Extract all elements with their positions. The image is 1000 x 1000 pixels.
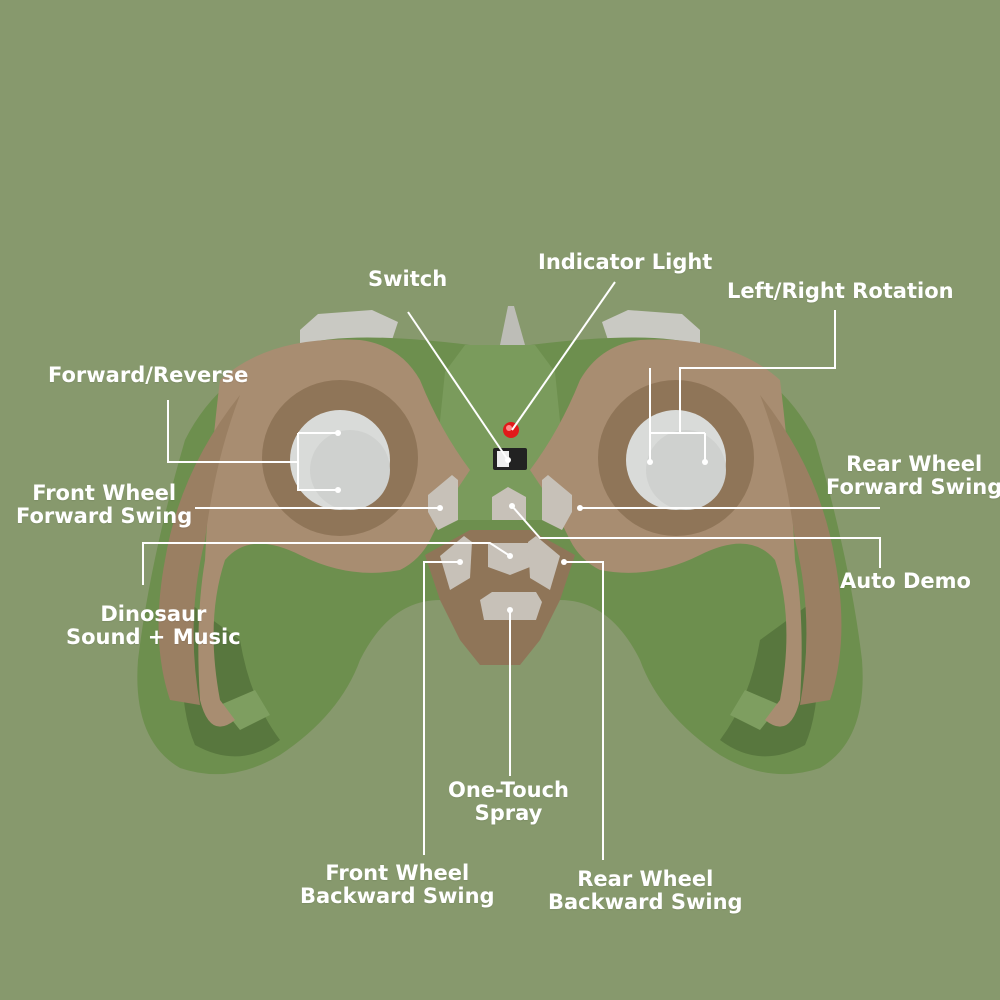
label-indicator-light: Indicator Light bbox=[538, 250, 713, 274]
leader-dots bbox=[335, 430, 708, 613]
leader-lines bbox=[142, 281, 881, 860]
label-rear-wheel-forward-swing: Rear Wheel Forward Swing bbox=[826, 452, 1000, 499]
center-neck bbox=[435, 345, 565, 520]
label-left-right-rotation: Left/Right Rotation bbox=[727, 279, 954, 303]
left-tan-shell-outer bbox=[158, 395, 240, 705]
left-shoulder-bumper bbox=[300, 310, 398, 345]
label-forward-reverse: Forward/Reverse bbox=[48, 363, 249, 387]
label-dinosaur-sound-music: Dinosaur Sound + Music bbox=[66, 602, 241, 649]
one-touch-spray-button[interactable] bbox=[480, 592, 542, 620]
antenna bbox=[500, 306, 525, 345]
dinosaur-sound-music-button[interactable] bbox=[488, 543, 530, 575]
label-switch: Switch bbox=[368, 267, 448, 291]
label-front-wheel-forward-swing: Front Wheel Forward Swing bbox=[16, 481, 193, 528]
right-tan-shell-outer bbox=[760, 395, 842, 705]
label-one-touch-spray: One-Touch Spray bbox=[448, 778, 569, 825]
rear-wheel-backward-swing-button[interactable] bbox=[528, 536, 560, 590]
right-joystick-shade bbox=[646, 430, 726, 510]
left-joystick-shade bbox=[310, 430, 390, 510]
label-rear-wheel-backward-swing: Rear Wheel Backward Swing bbox=[548, 867, 743, 914]
rear-wheel-forward-swing-button[interactable] bbox=[542, 475, 572, 530]
label-auto-demo: Auto Demo bbox=[840, 569, 971, 593]
right-shoulder-bumper bbox=[602, 310, 700, 345]
power-switch-knob bbox=[497, 451, 509, 467]
front-wheel-forward-swing-button[interactable] bbox=[428, 475, 458, 530]
indicator-light-highlight bbox=[506, 425, 512, 431]
label-front-wheel-backward-swing: Front Wheel Backward Swing bbox=[300, 861, 495, 908]
